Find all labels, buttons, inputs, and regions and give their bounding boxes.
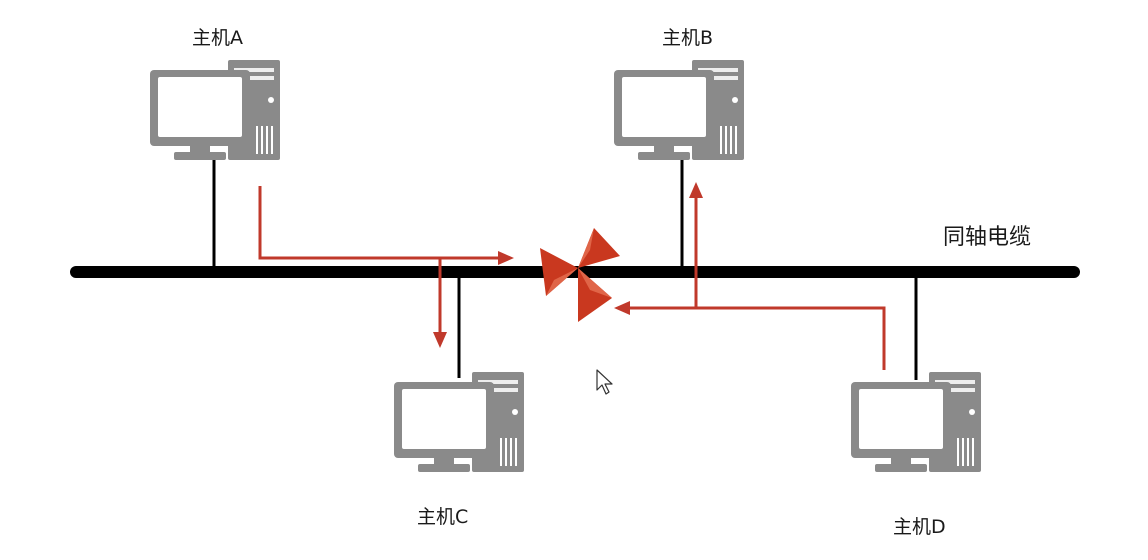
arrowhead-right bbox=[498, 251, 514, 265]
host-label-a: 主机A bbox=[192, 27, 243, 49]
mouse-cursor-icon bbox=[596, 369, 613, 395]
host-label-b: 主机B bbox=[662, 27, 714, 49]
arrowhead-down bbox=[433, 332, 447, 348]
arrowhead-left bbox=[614, 301, 630, 315]
signal-arrow-d-left bbox=[630, 306, 886, 370]
collision-icon bbox=[540, 228, 620, 322]
computer-icon bbox=[851, 372, 981, 472]
arrowhead-up bbox=[689, 182, 703, 198]
signal-arrow-a-right bbox=[258, 186, 500, 260]
host-label-d: 主机D bbox=[893, 516, 946, 538]
computer-icon bbox=[614, 60, 744, 160]
cable-label: 同轴电缆 bbox=[943, 225, 1032, 250]
computer-icon bbox=[150, 60, 280, 160]
host-label-c: 主机C bbox=[417, 506, 469, 528]
computer-icon bbox=[394, 372, 524, 472]
